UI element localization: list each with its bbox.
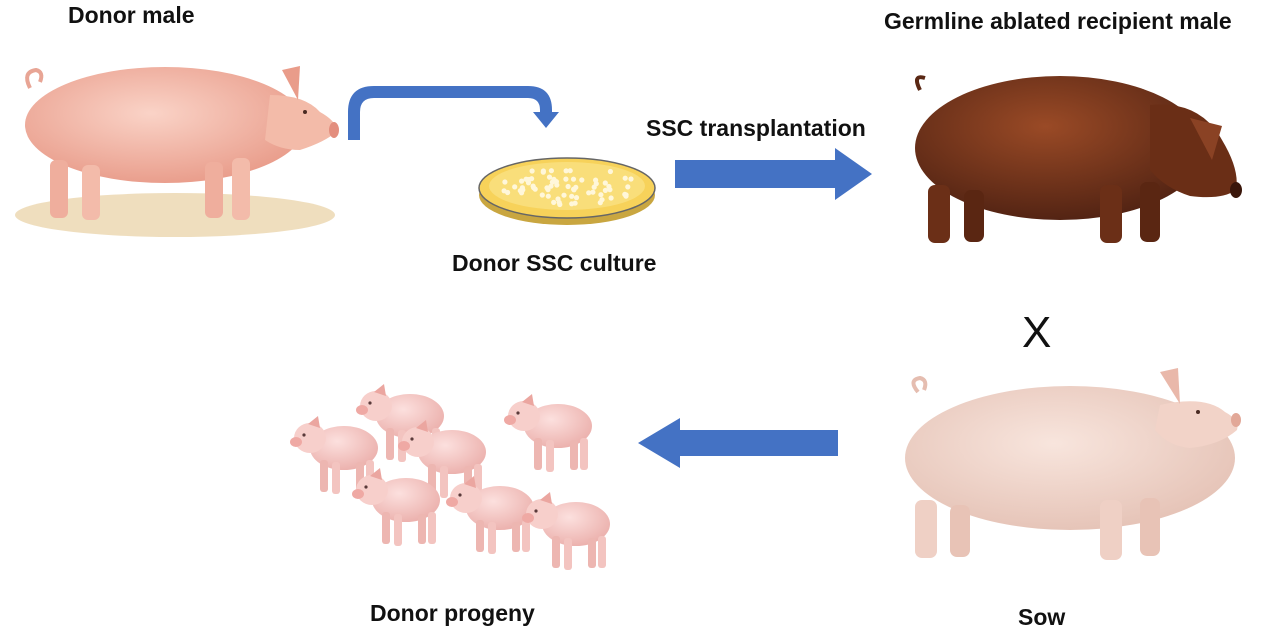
colony-dot bbox=[567, 168, 573, 174]
colony-dot bbox=[623, 193, 629, 199]
colony-dot bbox=[625, 184, 631, 190]
piglets-group bbox=[290, 384, 610, 570]
colony-dot bbox=[599, 197, 605, 203]
colony-dot bbox=[563, 176, 569, 182]
colony-dot bbox=[572, 200, 578, 206]
colony-dot bbox=[545, 193, 551, 199]
colony-dot bbox=[590, 189, 596, 195]
label-donor-male: Donor male bbox=[68, 2, 195, 28]
colony-dot bbox=[540, 168, 547, 174]
colony-dot bbox=[548, 168, 555, 174]
colony-dot bbox=[593, 177, 599, 183]
colony-dot bbox=[545, 187, 551, 193]
colony-dot bbox=[579, 177, 585, 183]
colony-dot bbox=[519, 185, 526, 191]
colony-dot bbox=[502, 179, 508, 185]
colony-dot bbox=[602, 187, 609, 193]
arrow-ssc-transplantation bbox=[675, 148, 872, 200]
donor-male-pig-icon bbox=[15, 66, 339, 237]
colony-dot bbox=[561, 192, 567, 198]
colony-dot bbox=[523, 176, 529, 182]
colony-dot bbox=[529, 176, 535, 182]
label-recipient-male: Germline ablated recipient male bbox=[884, 8, 1232, 34]
colony-dot bbox=[512, 184, 518, 190]
colony-dot bbox=[573, 184, 579, 190]
colony-dot bbox=[607, 168, 614, 175]
colony-dot bbox=[570, 176, 577, 182]
colony-dot bbox=[622, 175, 628, 181]
colony-dot bbox=[563, 168, 569, 174]
colony-dot bbox=[539, 192, 545, 198]
colony-dot bbox=[573, 195, 580, 201]
colony-dot bbox=[606, 183, 612, 190]
cross-symbol: X bbox=[1022, 308, 1052, 357]
label-donor-progeny: Donor progeny bbox=[370, 600, 535, 626]
recipient-male-pig-icon bbox=[914, 75, 1242, 243]
colony-dot bbox=[519, 178, 525, 184]
arrow-to-culture bbox=[348, 86, 559, 140]
colony-dot bbox=[628, 176, 634, 182]
colony-dot bbox=[501, 188, 507, 194]
colony-dot bbox=[551, 199, 557, 205]
colony-dot bbox=[554, 182, 560, 188]
arrow-to-progeny bbox=[638, 418, 838, 468]
colony-dot bbox=[608, 195, 614, 201]
label-sow: Sow bbox=[1018, 604, 1066, 630]
colony-dot bbox=[569, 193, 575, 199]
colony-dot bbox=[557, 201, 563, 208]
colony-dot bbox=[591, 184, 597, 190]
colony-dot bbox=[598, 192, 604, 198]
colony-dot bbox=[565, 183, 571, 190]
petri-dish-icon bbox=[478, 157, 656, 225]
label-ssc-transplantation: SSC transplantation bbox=[646, 115, 866, 141]
colony-dot bbox=[531, 185, 537, 191]
colony-dot bbox=[546, 174, 553, 180]
colony-dot bbox=[586, 190, 592, 196]
colony-dot bbox=[555, 196, 561, 202]
colony-dot bbox=[549, 179, 556, 185]
label-donor-ssc-culture: Donor SSC culture bbox=[452, 250, 657, 276]
colony-dot bbox=[602, 180, 608, 186]
colony-dot bbox=[548, 183, 554, 189]
sow-pig-icon bbox=[905, 368, 1241, 560]
colony-dot bbox=[529, 168, 535, 174]
